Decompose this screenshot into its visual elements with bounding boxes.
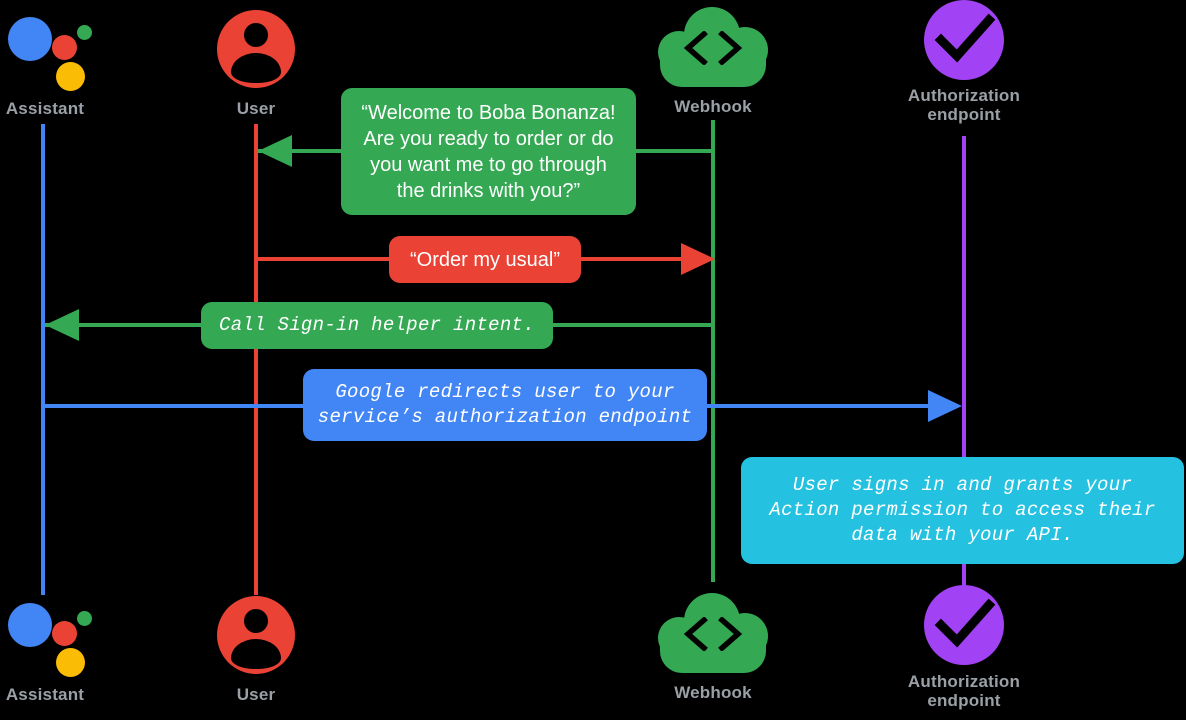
message-bubble-google-redirect: Google redirects user to your service’s … <box>303 369 707 441</box>
lifeline-webhook <box>711 120 715 582</box>
arrowhead-welcome-left <box>258 135 292 167</box>
checkmark-glyph-icon <box>934 598 996 648</box>
note-bubble-user-grants-permission: User signs in and grants your Action per… <box>741 457 1184 564</box>
actor-label-assistant-top: Assistant <box>5 99 85 118</box>
cloud-base <box>660 43 766 87</box>
assistant-dot-red <box>52 621 77 646</box>
assistant-dot-blue <box>8 17 52 61</box>
user-avatar-head <box>244 609 268 633</box>
lifeline-authorization <box>962 136 966 588</box>
actor-label-user-top: User <box>236 99 276 118</box>
cloud-code-icon <box>658 7 768 91</box>
message-bubble-call-signin-helper: Call Sign-in helper intent. <box>201 302 553 349</box>
code-brackets-icon <box>683 31 743 65</box>
arrowhead-order-my-usual-right <box>681 243 715 275</box>
user-avatar-body <box>231 53 281 83</box>
checkmark-glyph-icon <box>934 13 996 63</box>
cloud-code-icon-bottom <box>658 593 768 677</box>
arrowhead-google-redirect-right <box>928 390 962 422</box>
actor-label-webhook-top: Webhook <box>674 97 752 116</box>
assistant-dot-green <box>77 611 92 626</box>
message-bubble-welcome: “Welcome to Boba Bonanza! Are you ready … <box>341 88 636 215</box>
user-avatar-body <box>231 639 281 669</box>
google-assistant-dots-icon-bottom <box>8 594 94 680</box>
actor-label-authorization-top: Authorization endpoint <box>907 86 1021 125</box>
google-assistant-dots-icon <box>8 8 94 94</box>
user-avatar-icon-bottom <box>217 596 295 674</box>
lifeline-assistant <box>41 124 45 595</box>
assistant-dot-green <box>77 25 92 40</box>
actor-label-user-bottom: User <box>236 685 276 704</box>
user-avatar-head <box>244 23 268 47</box>
arrowhead-call-signin-helper-left <box>45 309 79 341</box>
lifeline-user <box>254 124 258 595</box>
user-avatar-icon <box>217 10 295 88</box>
purple-checkmark-icon-bottom <box>924 585 1004 665</box>
actor-label-authorization-bottom: Authorization endpoint <box>907 672 1021 711</box>
cloud-base <box>660 629 766 673</box>
purple-checkmark-icon <box>924 0 1004 80</box>
assistant-dot-yellow <box>56 62 85 91</box>
assistant-dot-blue <box>8 603 52 647</box>
assistant-dot-yellow <box>56 648 85 677</box>
code-brackets-icon <box>683 617 743 651</box>
assistant-dot-red <box>52 35 77 60</box>
message-bubble-order-my-usual: “Order my usual” <box>389 236 581 283</box>
actor-label-assistant-bottom: Assistant <box>5 685 85 704</box>
actor-label-webhook-bottom: Webhook <box>674 683 752 702</box>
